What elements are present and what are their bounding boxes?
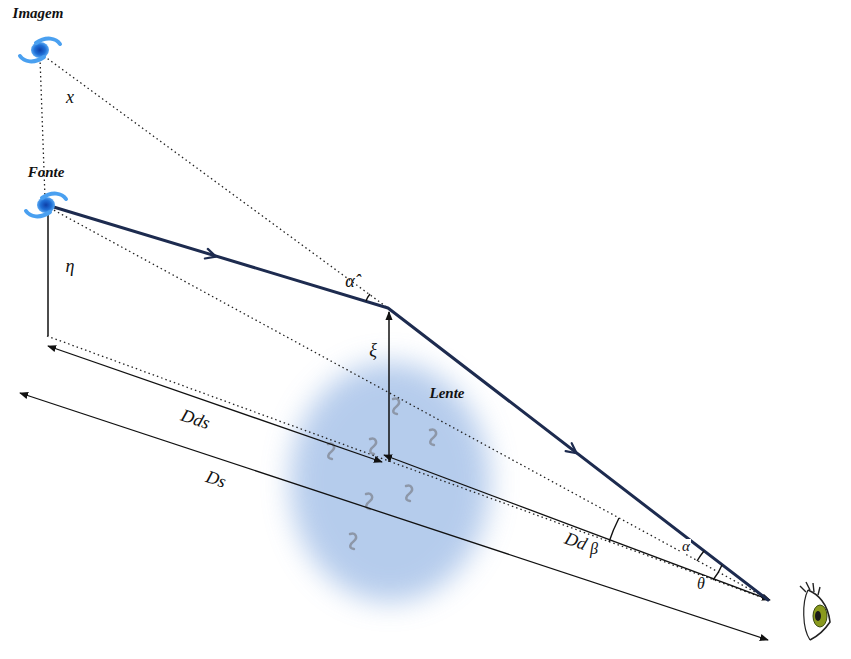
construction-lines — [40, 56, 766, 599]
alpha-hat-arc — [366, 294, 370, 301]
dds-arrow — [48, 346, 382, 462]
angle-label: θ — [696, 576, 706, 592]
impact-parameter-label: ξ — [369, 341, 377, 359]
image-galaxy — [20, 39, 60, 62]
lens-label: Lente — [430, 386, 465, 401]
theta-arc — [713, 565, 722, 580]
source-galaxy — [26, 194, 66, 217]
ray-arrow — [205, 249, 217, 261]
alpha-arc — [697, 551, 704, 561]
distance-arrows — [20, 346, 770, 640]
source-sight-line — [50, 208, 766, 598]
distance-label: Dds — [179, 406, 212, 432]
ds-arrow — [20, 393, 768, 640]
beta-arc — [609, 518, 619, 542]
angle-label: β — [589, 541, 599, 557]
angle-arcs — [366, 294, 722, 580]
source-label: Fonte — [28, 165, 65, 180]
image-label: Imagem — [13, 6, 64, 21]
ray-path — [47, 205, 768, 600]
deflection-angle-label: α̂ — [345, 272, 354, 290]
ray-arrow — [566, 443, 580, 457]
distance-label: Dd — [563, 529, 590, 553]
apparent-ray-line — [44, 56, 388, 308]
offset-label: x — [66, 88, 74, 106]
eta-label: η — [66, 257, 75, 275]
xi-arrow — [388, 312, 390, 462]
eta-line — [47, 207, 49, 336]
light-ray — [47, 205, 768, 600]
lens-galaxies — [328, 399, 436, 549]
dd-arrow — [384, 455, 770, 600]
observer-eye — [800, 582, 830, 640]
distance-label: Ds — [204, 467, 229, 490]
lens-mass-cloud — [290, 362, 490, 602]
optical-axis — [47, 336, 766, 599]
angle-label: α — [681, 539, 691, 554]
